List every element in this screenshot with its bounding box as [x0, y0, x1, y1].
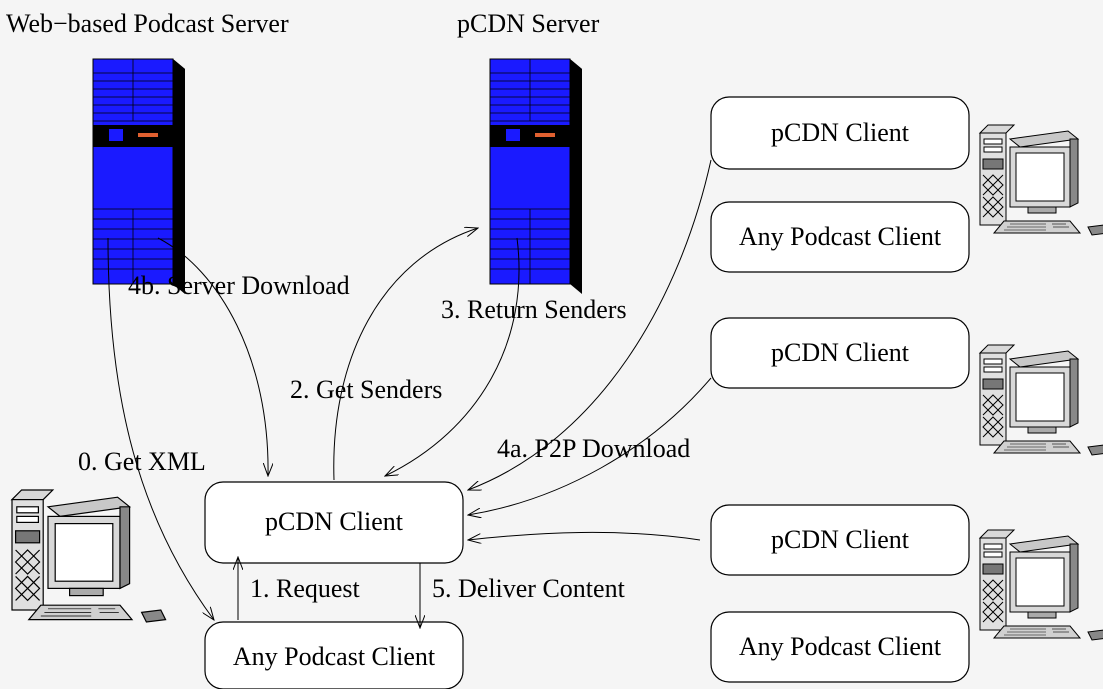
peer1-pcdn-client-box — [710, 96, 970, 170]
arrow-p2p-peer1 — [468, 159, 712, 490]
local-computer-icon — [11, 489, 167, 623]
peer-computer-icon-3 — [979, 529, 1103, 641]
arrow-server-download — [157, 237, 268, 476]
peer-computer-icon-2 — [979, 344, 1103, 456]
step-deliver-content-label: 5. Deliver Content — [432, 574, 626, 603]
step-return-senders-label: 3. Return Senders — [441, 295, 627, 324]
peer1-podcast-client-box — [710, 201, 970, 273]
step-server-download-label: 4b. Server Download — [128, 271, 350, 300]
peer-computer-icon-1 — [979, 124, 1103, 236]
step-p2p-download-label: 4a. P2P Download — [497, 434, 690, 463]
step-get-xml-label: 0. Get XML — [78, 447, 206, 476]
pcdn-server-title: pCDN Server — [457, 9, 600, 38]
peer1-pcdn-client-label: pCDN Client — [771, 118, 910, 147]
step-request-label: 1. Request — [250, 574, 361, 603]
arrow-return-senders — [385, 237, 520, 476]
peer3-pcdn-client-box — [710, 504, 970, 576]
local-pcdn-client-label: pCDN Client — [265, 507, 404, 536]
podcast-server-icon — [92, 58, 186, 295]
peer3-podcast-client-label: Any Podcast Client — [739, 632, 942, 661]
step-get-senders-label: 2. Get Senders — [290, 375, 442, 404]
peer2-pcdn-client-box — [710, 317, 970, 389]
podcast-server-title: Web−based Podcast Server — [6, 9, 289, 38]
peer3-podcast-client-box — [710, 611, 970, 683]
peer1-podcast-client-label: Any Podcast Client — [739, 222, 942, 251]
local-podcast-client-label: Any Podcast Client — [233, 642, 436, 671]
arrow-p2p-peer3 — [468, 531, 701, 540]
arrow-get-xml — [107, 237, 214, 620]
arrow-p2p-peer2 — [468, 377, 712, 515]
peer3-pcdn-client-label: pCDN Client — [771, 525, 910, 554]
arrow-get-senders — [333, 228, 478, 481]
peer2-pcdn-client-label: pCDN Client — [771, 338, 910, 367]
local-podcast-client-box — [204, 621, 464, 689]
pcdn-server-icon — [489, 58, 583, 295]
local-pcdn-client-box — [204, 481, 464, 564]
